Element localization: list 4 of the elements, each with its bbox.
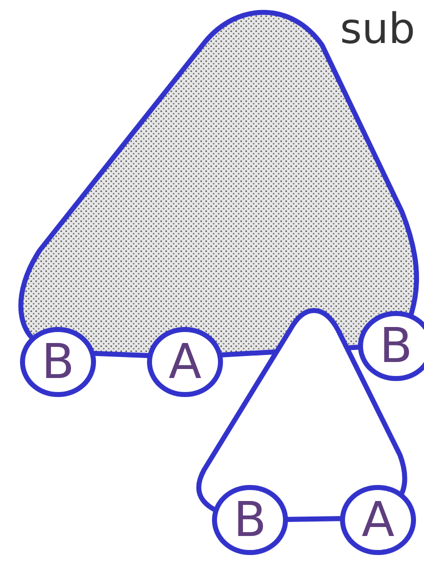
title-text: sub <box>340 4 416 53</box>
letter-circle: B <box>20 326 96 398</box>
letter-circle: B <box>358 310 424 382</box>
letter-circle: A <box>340 484 416 556</box>
